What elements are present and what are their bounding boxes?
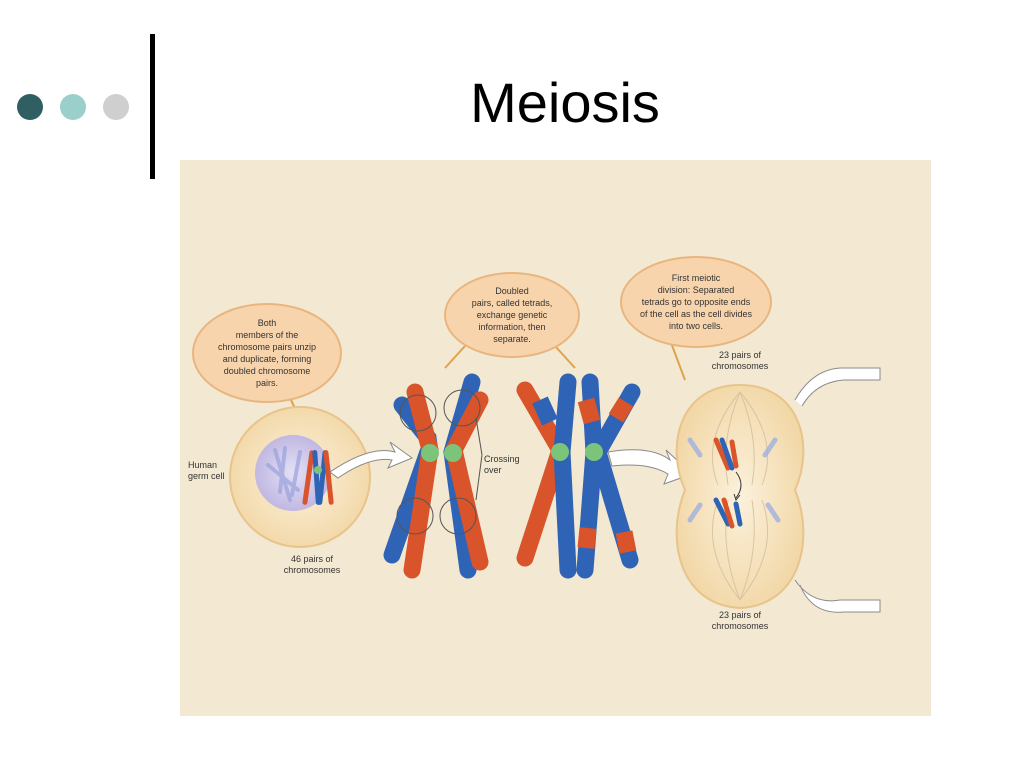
decor-dot-teal <box>60 94 86 120</box>
label-23-pairs-top: 23 pairs of chromosomes <box>711 350 769 371</box>
label-crossing-over: Crossing over <box>484 454 520 475</box>
label-46-pairs: 46 pairs of chromosomes <box>283 554 341 575</box>
label-human-germ-cell: Human germ cell <box>188 460 225 481</box>
decor-dot-dark <box>17 94 43 120</box>
bubble-doubled-pairs: Both members of the chromosome pairs unz… <box>192 303 342 403</box>
dividing-cell <box>675 367 881 613</box>
label-23-pairs-bottom: 23 pairs of chromosomes <box>711 610 769 631</box>
bubble-3-pointer <box>669 339 686 381</box>
tetrad-crossing-over <box>383 373 489 579</box>
meiosis-diagram <box>229 339 881 613</box>
bubble-first-meiotic-division: First meiotic division: Separated tetrad… <box>620 256 772 348</box>
slide-title: Meiosis <box>470 71 660 134</box>
decor-dot-gray <box>103 94 129 120</box>
bubble-tetrads: Doubled pairs, called tetrads, exchange … <box>444 272 580 358</box>
bubble-2-pointer-left <box>444 345 466 369</box>
bubble-2-pointer-right <box>554 345 576 369</box>
separated-chromosomes <box>516 373 641 579</box>
human-germ-cell <box>229 406 371 548</box>
title-divider <box>150 34 155 179</box>
arrow-1 <box>329 441 414 479</box>
meiosis-figure: Both members of the chromosome pairs unz… <box>180 160 931 716</box>
